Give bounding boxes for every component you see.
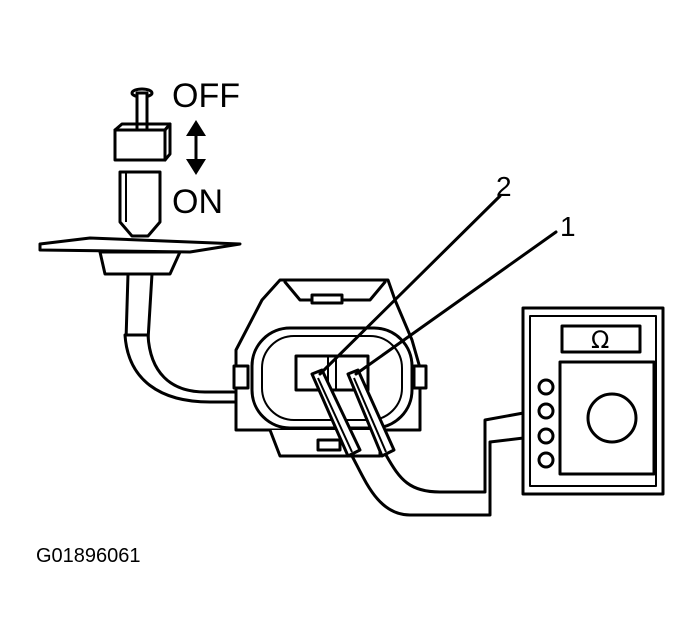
ohmmeter [521,306,665,496]
callout-1-label: 1 [560,211,576,242]
meter-jack-3 [537,427,555,445]
switch-harness-cable [123,333,247,404]
callout-2-label: 2 [496,171,512,202]
callout-1-leader [354,230,558,376]
test-lead-2 [350,434,542,517]
off-on-arrow-icon [186,120,206,175]
figure-code: G01896061 [36,545,141,567]
callout-2-leader [318,194,502,376]
meter-probe-1 [346,368,396,458]
test-lead-1 [384,408,542,494]
meter-jack-2 [537,402,555,420]
on-label: ON [172,183,223,221]
meter-jack-1 [537,378,555,396]
plunger-switch [38,87,242,342]
harness-connector [232,278,428,458]
ohm-symbol: Ω [591,326,609,354]
off-label: OFF [172,77,240,115]
meter-jack-4 [537,451,555,469]
dial-knob-icon [586,392,638,444]
meter-probe-2 [310,368,362,458]
